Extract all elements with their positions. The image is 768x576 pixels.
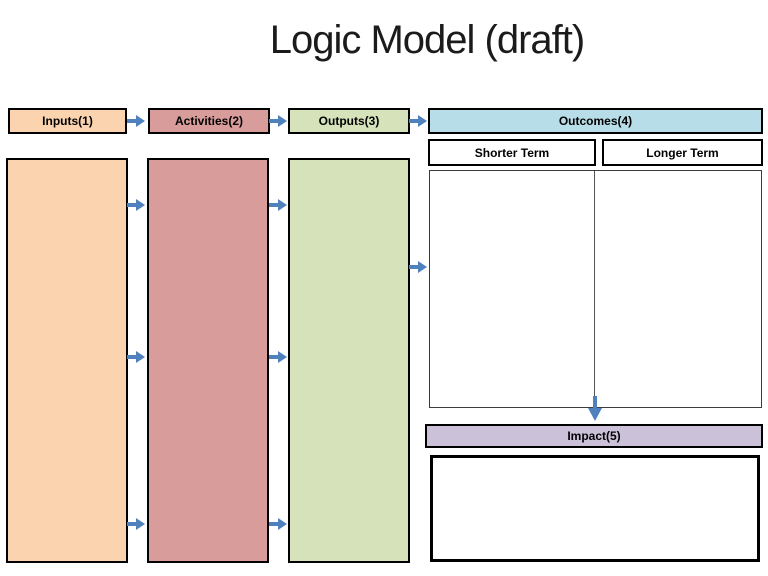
outputs-header: Outputs(3)	[288, 108, 410, 134]
arrow-down-icon	[586, 396, 604, 422]
arrow-right-icon	[409, 114, 428, 128]
arrow-right-icon	[127, 198, 146, 212]
outputs-column	[288, 158, 410, 563]
arrow-right-icon	[127, 517, 146, 531]
longer-term-header: Longer Term	[602, 139, 763, 166]
outcomes-header: Outcomes(4)	[428, 108, 763, 134]
arrow-right-icon	[127, 114, 146, 128]
activities-header: Activities(2)	[148, 108, 270, 134]
inputs-column	[6, 158, 128, 563]
arrow-right-icon	[269, 517, 288, 531]
slide-title: Logic Model (draft)	[269, 18, 585, 62]
impact-header: Impact(5)	[425, 424, 763, 448]
inputs-header: Inputs(1)	[8, 108, 127, 134]
outcomes-content-box	[429, 170, 762, 408]
arrow-right-icon	[127, 350, 146, 364]
activities-column	[147, 158, 269, 563]
outcomes-divider	[594, 171, 595, 407]
impact-content-box	[430, 455, 760, 562]
arrow-right-icon	[409, 260, 428, 274]
arrow-right-icon	[269, 198, 288, 212]
arrow-right-icon	[269, 350, 288, 364]
shorter-term-header: Shorter Term	[428, 139, 596, 166]
arrow-right-icon	[269, 114, 288, 128]
